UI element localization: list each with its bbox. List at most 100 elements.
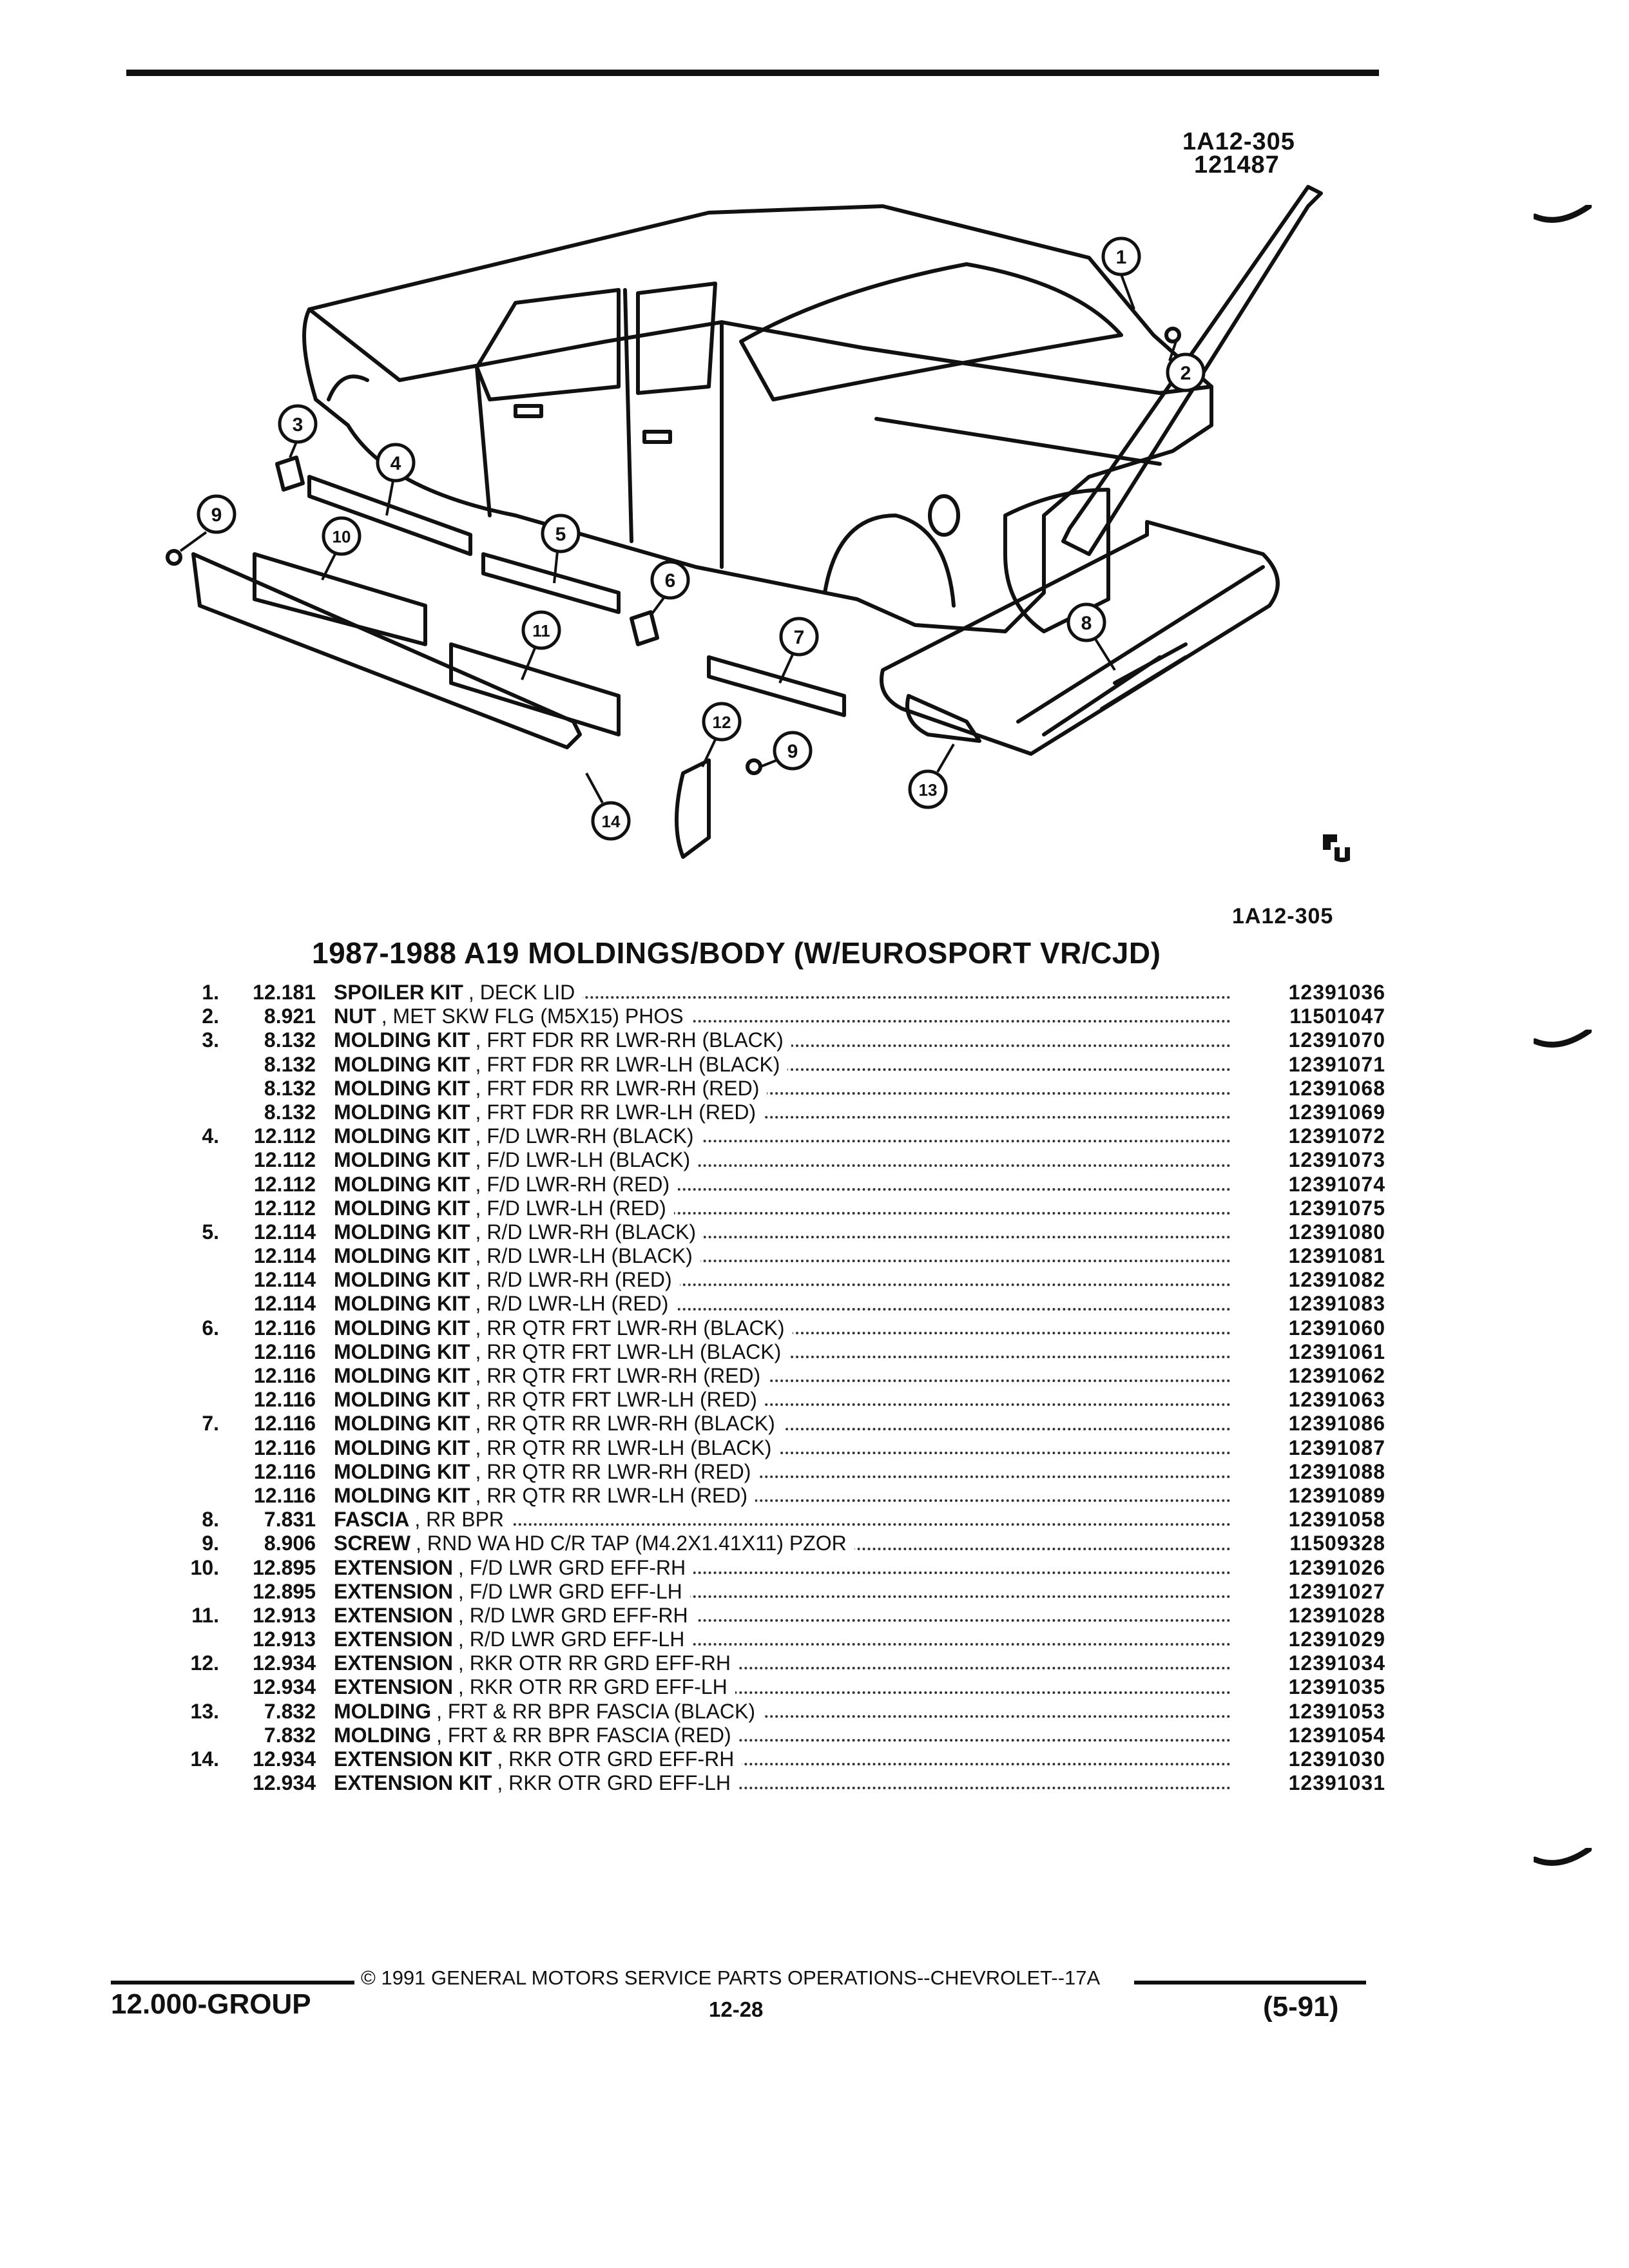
item-number: 11. xyxy=(191,1603,219,1627)
part-molding-3 xyxy=(275,456,305,492)
part-description: MOLDING, FRT & RR BPR FASCIA (BLACK) xyxy=(334,1699,1231,1724)
dot-leader xyxy=(334,1164,1231,1167)
group-number: 12.116 xyxy=(253,1388,316,1412)
part-spec: , DECK LID xyxy=(468,981,583,1004)
footer-rule xyxy=(1134,1981,1366,1984)
part-spec: , F/D LWR-RH (RED) xyxy=(475,1172,678,1196)
group-number: 8.921 xyxy=(264,1004,316,1028)
callout-1: 1 xyxy=(1101,236,1141,310)
part-molding-4 xyxy=(307,475,472,556)
group-number: 12.895 xyxy=(253,1555,316,1579)
part-description: MOLDING KIT, R/D LWR-LH (BLACK) xyxy=(334,1244,1231,1268)
page-number: 12-28 xyxy=(709,1997,764,2021)
part-spec: , FRT FDR RR LWR-RH (BLACK) xyxy=(475,1028,791,1052)
dot-leader xyxy=(334,1211,1231,1215)
item-number: 13. xyxy=(190,1699,219,1723)
callout-9-right: 9 xyxy=(760,731,813,771)
item-number: 4. xyxy=(202,1124,219,1148)
part-description: FASCIA, RR BPR xyxy=(334,1508,1231,1532)
part-spec: , R/D LWR-RH (BLACK) xyxy=(475,1220,704,1244)
part-row: 7. 12.116 MOLDING KIT, RR QTR RR LWR-RH (B… xyxy=(129,1412,1385,1436)
part-number: 12391034 xyxy=(1288,1651,1385,1675)
ref-code-top: 1A12-305 xyxy=(1182,128,1295,155)
group-number: 8.132 xyxy=(264,1076,316,1100)
part-name: MOLDING KIT xyxy=(334,1436,476,1459)
part-spec: , F/D LWR-LH (RED) xyxy=(475,1196,674,1220)
callout-9-left: 9 xyxy=(179,494,236,552)
copyright-notice: © 1991 GENERAL MOTORS SERVICE PARTS OPER… xyxy=(361,1966,1101,1989)
group-number: 8.906 xyxy=(264,1532,316,1555)
part-name: EXTENSION xyxy=(334,1675,458,1699)
part-spec: , RKR OTR RR GRD EFF-LH xyxy=(458,1675,735,1699)
svg-text:12: 12 xyxy=(713,713,731,732)
part-name: MOLDING KIT xyxy=(334,1388,476,1412)
dot-leader xyxy=(334,1595,1231,1598)
dot-leader xyxy=(334,1379,1231,1383)
group-number: 12.112 xyxy=(253,1148,316,1172)
part-spec: , R/D LWR GRD EFF-LH xyxy=(458,1628,693,1651)
part-number: 12391061 xyxy=(1288,1340,1385,1363)
fuel-door xyxy=(928,494,960,537)
item-number: 7. xyxy=(202,1412,219,1436)
part-name: EXTENSION xyxy=(334,1603,458,1627)
dot-leader xyxy=(334,1787,1231,1790)
part-row: 12.895 EXTENSION, F/D LWR GRD EFF-LH 12391… xyxy=(129,1579,1385,1604)
group-number: 12.116 xyxy=(253,1412,316,1436)
part-name: NUT xyxy=(334,1004,381,1028)
part-number: 12391027 xyxy=(1288,1579,1385,1603)
callout-3: 3 xyxy=(278,404,318,458)
rear-wheel-arch xyxy=(823,514,956,608)
dot-leader xyxy=(334,1715,1231,1718)
part-spec: , FRT & RR BPR FASCIA (RED) xyxy=(436,1723,739,1747)
part-description: MOLDING KIT, F/D LWR-RH (BLACK) xyxy=(334,1124,1231,1148)
group-label: 12.000-GROUP xyxy=(111,1988,311,2020)
part-spec: , RR QTR RR LWR-RH (RED) xyxy=(475,1459,759,1483)
part-name: MOLDING KIT xyxy=(334,1052,476,1076)
dot-leader xyxy=(334,1691,1231,1694)
svg-text:6: 6 xyxy=(665,570,676,591)
part-screw xyxy=(746,758,762,775)
part-number: 12391087 xyxy=(1288,1436,1385,1459)
part-number: 12391028 xyxy=(1288,1603,1385,1627)
callout-10: 10 xyxy=(321,516,361,581)
part-spec: , R/D LWR-RH (RED) xyxy=(475,1268,680,1292)
part-spec: , FRT FDR RR LWR-RH (RED) xyxy=(475,1076,767,1100)
part-number: 12391088 xyxy=(1288,1459,1385,1483)
group-number: 12.913 xyxy=(253,1628,316,1651)
part-description: MOLDING KIT, RR QTR RR LWR-RH (BLACK) xyxy=(334,1412,1231,1436)
part-description: MOLDING KIT, FRT FDR RR LWR-LH (BLACK) xyxy=(334,1052,1231,1077)
group-number: 12.116 xyxy=(253,1316,316,1340)
part-row: 8.132 MOLDING KIT, FRT FDR RR LWR-LH (BLA… xyxy=(129,1052,1385,1077)
part-description: MOLDING KIT, RR QTR FRT LWR-RH (BLACK) xyxy=(334,1316,1231,1340)
dot-leader xyxy=(334,1451,1231,1454)
part-extension-12 xyxy=(675,758,711,859)
part-spec: , F/D LWR GRD EFF-LH xyxy=(458,1579,690,1603)
dot-leader xyxy=(334,1643,1231,1646)
callout-14: 14 xyxy=(585,773,631,841)
ref-date: 121487 xyxy=(1194,151,1280,178)
callout-4: 4 xyxy=(376,443,416,516)
part-description: NUT, MET SKW FLG (M5X15) PHOS xyxy=(334,1004,1231,1028)
group-number: 8.132 xyxy=(264,1052,316,1076)
part-name: EXTENSION KIT xyxy=(334,1771,497,1795)
svg-text:8: 8 xyxy=(1081,613,1092,634)
part-name: MOLDING KIT xyxy=(334,1316,476,1340)
item-number: 12. xyxy=(190,1651,219,1675)
part-description: EXTENSION, F/D LWR GRD EFF-LH xyxy=(334,1579,1231,1604)
part-description: EXTENSION KIT, RKR OTR GRD EFF-RH xyxy=(334,1747,1231,1771)
group-number: 12.895 xyxy=(253,1579,316,1603)
part-description: SPOILER KIT, DECK LID xyxy=(334,981,1231,1004)
dot-leader xyxy=(334,1619,1231,1622)
